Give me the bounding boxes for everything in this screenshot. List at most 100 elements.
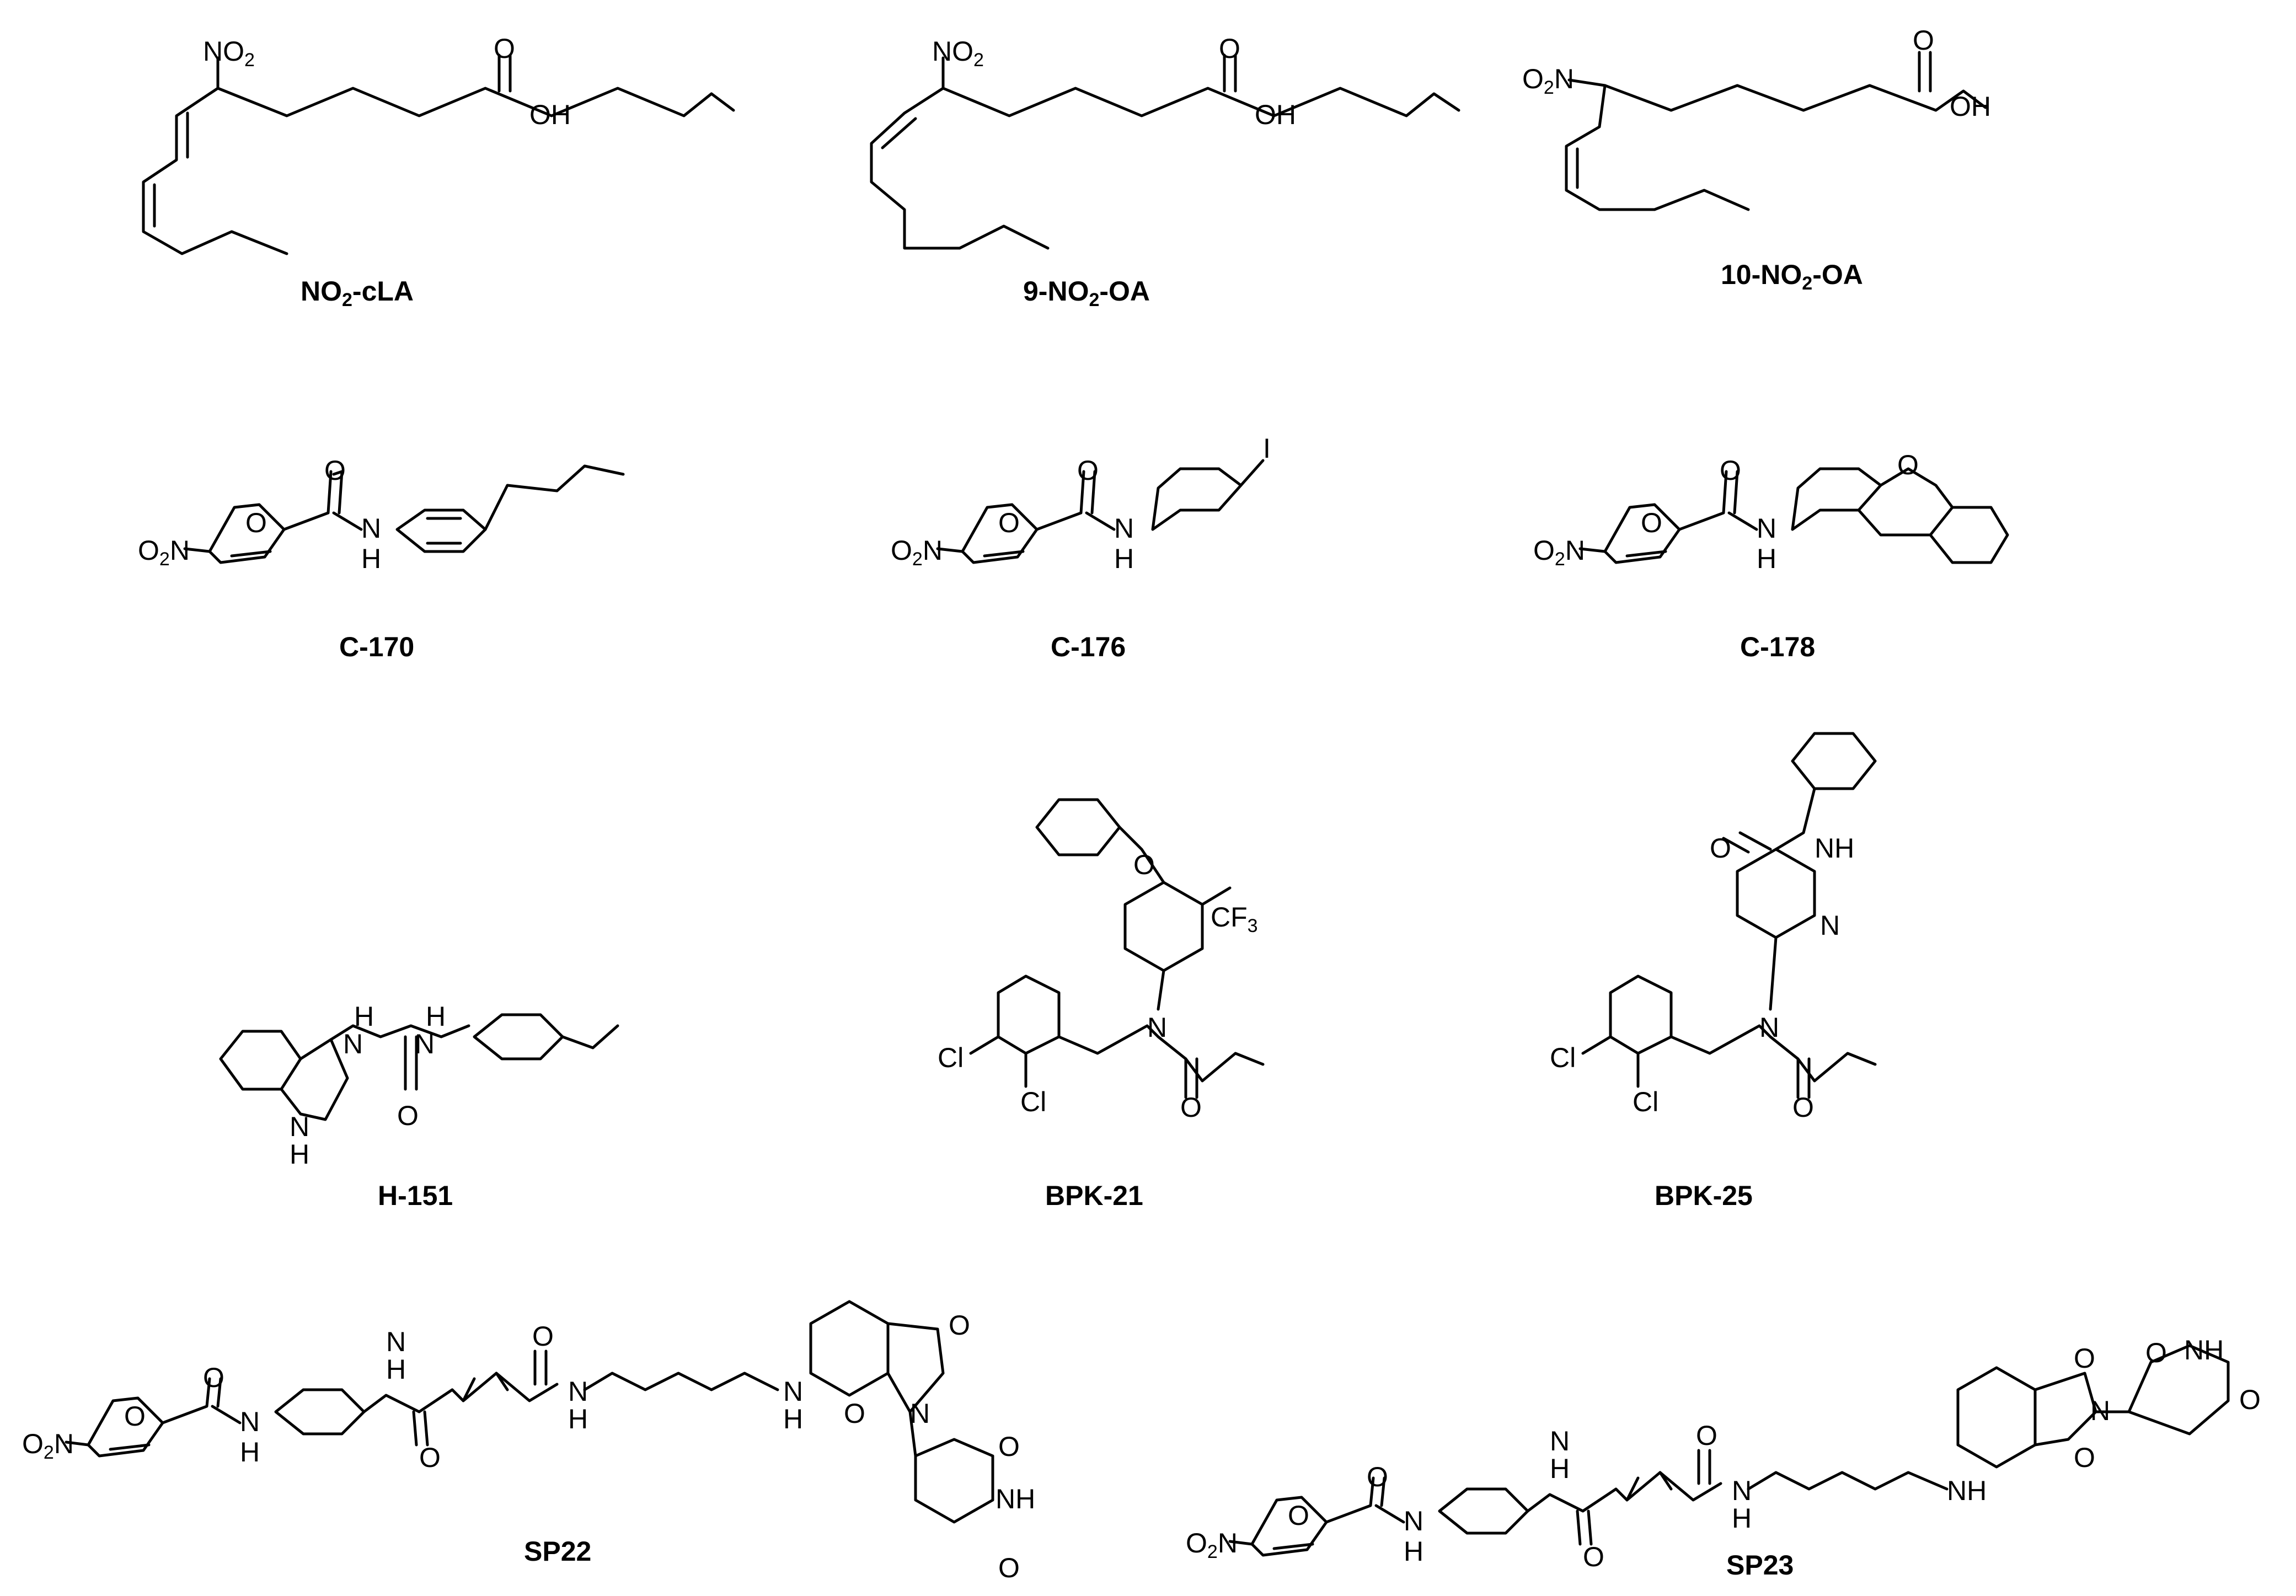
svg-text:O: O (998, 507, 1020, 538)
svg-text:O: O (1710, 833, 1731, 864)
svg-text:CF3: CF3 (1211, 902, 1258, 936)
svg-text:O: O (494, 33, 515, 64)
svg-text:O: O (324, 455, 346, 486)
label-9-no2-oa: 9-NO2-OA (1023, 276, 1150, 310)
svg-text:O: O (1077, 455, 1099, 486)
label-c-176: C-176 (1051, 631, 1126, 662)
structure-sp23: O2N O O N H N H O O N H NH O O N O NH O … (1186, 1335, 2261, 1581)
svg-text:O: O (2074, 1442, 2095, 1473)
svg-text:H: H (290, 1139, 309, 1170)
svg-text:OH: OH (529, 99, 571, 130)
label-h-151: H-151 (378, 1180, 453, 1211)
svg-text:O2N: O2N (138, 535, 190, 570)
structure-h-151: H N H N O N H H-151 (219, 1001, 619, 1211)
svg-text:N: N (783, 1376, 803, 1407)
svg-text:O: O (1583, 1541, 1604, 1572)
svg-text:H: H (568, 1404, 588, 1434)
svg-text:Cl: Cl (1020, 1086, 1046, 1117)
svg-text:NH: NH (2184, 1335, 2224, 1365)
structure-bpk-25: O NH N N O Cl Cl BPK-25 (1550, 732, 1877, 1211)
svg-text:O2N: O2N (1522, 63, 1574, 98)
svg-text:O2N: O2N (891, 535, 943, 570)
structure-c-170: O2N O O N H C-170 (138, 455, 625, 662)
label-bpk-25: BPK-25 (1655, 1180, 1753, 1211)
svg-text:O2N: O2N (1533, 535, 1585, 570)
structure-9-no2-oa: NO2 O OH 9-NO2-OA (870, 33, 1460, 310)
svg-text:H: H (1114, 543, 1134, 574)
svg-text:N: N (343, 1029, 363, 1059)
label-c-170: C-170 (339, 631, 414, 662)
structure-sp22: O2N O O N H N H O O N H N H O O N O NH O… (22, 1300, 1035, 1583)
svg-text:N: N (2090, 1395, 2110, 1426)
svg-text:O: O (2239, 1384, 2261, 1415)
structure-bpk-21: O CF3 N O Cl Cl BPK-21 (938, 798, 1265, 1211)
svg-text:O: O (397, 1100, 419, 1131)
svg-text:H: H (240, 1437, 260, 1468)
svg-text:N: N (1114, 513, 1134, 544)
svg-text:O: O (998, 1431, 1020, 1462)
svg-text:O: O (419, 1442, 441, 1473)
svg-text:N: N (386, 1326, 406, 1357)
svg-text:H: H (354, 1001, 374, 1032)
svg-text:N: N (240, 1406, 260, 1437)
svg-text:O: O (1180, 1092, 1202, 1123)
svg-text:N: N (568, 1376, 588, 1407)
svg-text:N: N (415, 1029, 435, 1059)
svg-text:O: O (844, 1398, 865, 1429)
svg-text:O2N: O2N (1186, 1528, 1238, 1562)
svg-text:H: H (386, 1354, 406, 1385)
svg-text:N: N (1820, 910, 1840, 941)
svg-text:Cl: Cl (1633, 1086, 1658, 1117)
label-10-no2-oa: 10-NO2-OA (1721, 259, 1863, 294)
svg-text:O: O (1219, 33, 1240, 64)
svg-text:OH: OH (1950, 91, 1991, 122)
svg-text:O: O (1720, 455, 1741, 486)
svg-text:H: H (1757, 543, 1776, 574)
structure-no2-cla: NO2 O OH NO2-cLA (142, 33, 735, 310)
structure-c-178: O2N O O N H O C-178 (1533, 449, 2009, 662)
svg-text:N: N (1732, 1475, 1752, 1506)
svg-text:O: O (949, 1310, 970, 1341)
svg-text:O: O (1133, 849, 1155, 880)
structure-10-no2-oa: O2N O OH 10-NO2-OA (1522, 25, 1991, 294)
svg-text:H: H (783, 1404, 803, 1434)
svg-text:NO2: NO2 (203, 36, 255, 71)
svg-text:N: N (1404, 1506, 1423, 1536)
svg-text:O: O (1913, 25, 1934, 56)
svg-text:O2N: O2N (22, 1428, 74, 1463)
svg-text:Cl: Cl (1550, 1042, 1576, 1073)
svg-text:NH: NH (1947, 1475, 1987, 1506)
svg-text:N: N (361, 513, 381, 544)
label-sp22: SP22 (524, 1536, 591, 1567)
svg-text:H: H (1550, 1453, 1570, 1484)
svg-text:O: O (124, 1401, 146, 1432)
svg-text:N: N (1550, 1426, 1570, 1456)
svg-text:O: O (1641, 507, 1662, 538)
svg-text:O: O (998, 1552, 1020, 1583)
svg-text:H: H (1404, 1536, 1423, 1567)
svg-text:O: O (1792, 1092, 1814, 1123)
svg-text:O: O (1897, 449, 1919, 480)
svg-text:O: O (203, 1362, 224, 1393)
svg-text:H: H (361, 543, 381, 574)
svg-text:N: N (290, 1111, 309, 1142)
label-sp23: SP23 (1726, 1550, 1794, 1581)
svg-text:Cl: Cl (938, 1042, 964, 1073)
svg-text:O: O (532, 1321, 554, 1352)
svg-text:N: N (1757, 513, 1776, 544)
svg-text:O: O (245, 507, 267, 538)
svg-text:NH: NH (996, 1483, 1035, 1514)
structure-c-176: O2N O O N H I C-176 (891, 433, 1271, 662)
svg-text:N: N (1147, 1012, 1167, 1043)
svg-text:NH: NH (1815, 833, 1854, 864)
svg-text:O: O (2145, 1337, 2167, 1368)
svg-text:H: H (1732, 1503, 1752, 1534)
label-c-178: C-178 (1740, 631, 1815, 662)
svg-text:NO2: NO2 (932, 36, 984, 71)
svg-text:H: H (426, 1001, 446, 1032)
svg-text:N: N (910, 1398, 930, 1429)
svg-text:N: N (1759, 1012, 1779, 1043)
svg-text:OH: OH (1255, 99, 1296, 130)
svg-text:O: O (1367, 1461, 1388, 1492)
